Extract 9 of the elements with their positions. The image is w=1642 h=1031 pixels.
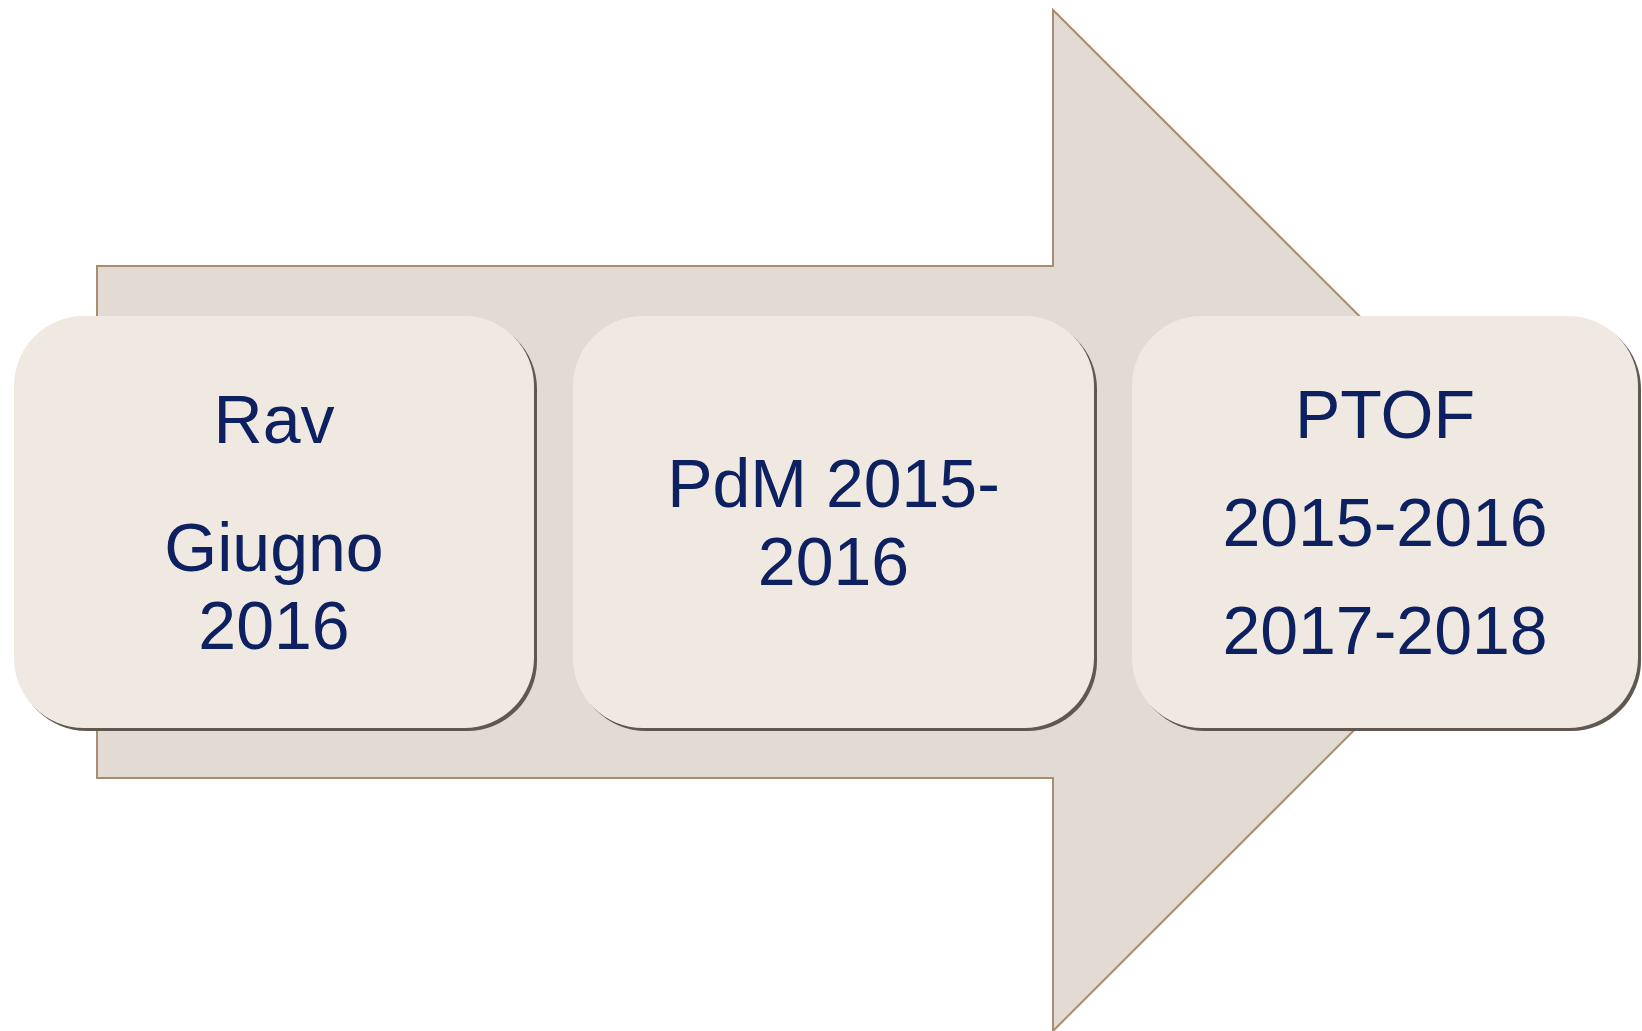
box-heading: Rav bbox=[212, 379, 336, 458]
box-heading: PTOF bbox=[1294, 374, 1476, 453]
box-text: Giugno 2016 bbox=[163, 507, 385, 665]
box-text: 2015-2016 bbox=[1222, 482, 1548, 562]
box-heading: PdM 2015-2016 bbox=[666, 443, 1001, 601]
box-text: 2017-2018 bbox=[1222, 591, 1548, 670]
process-box bbox=[1132, 316, 1638, 728]
process-box bbox=[14, 316, 534, 728]
process-box bbox=[573, 316, 1094, 728]
